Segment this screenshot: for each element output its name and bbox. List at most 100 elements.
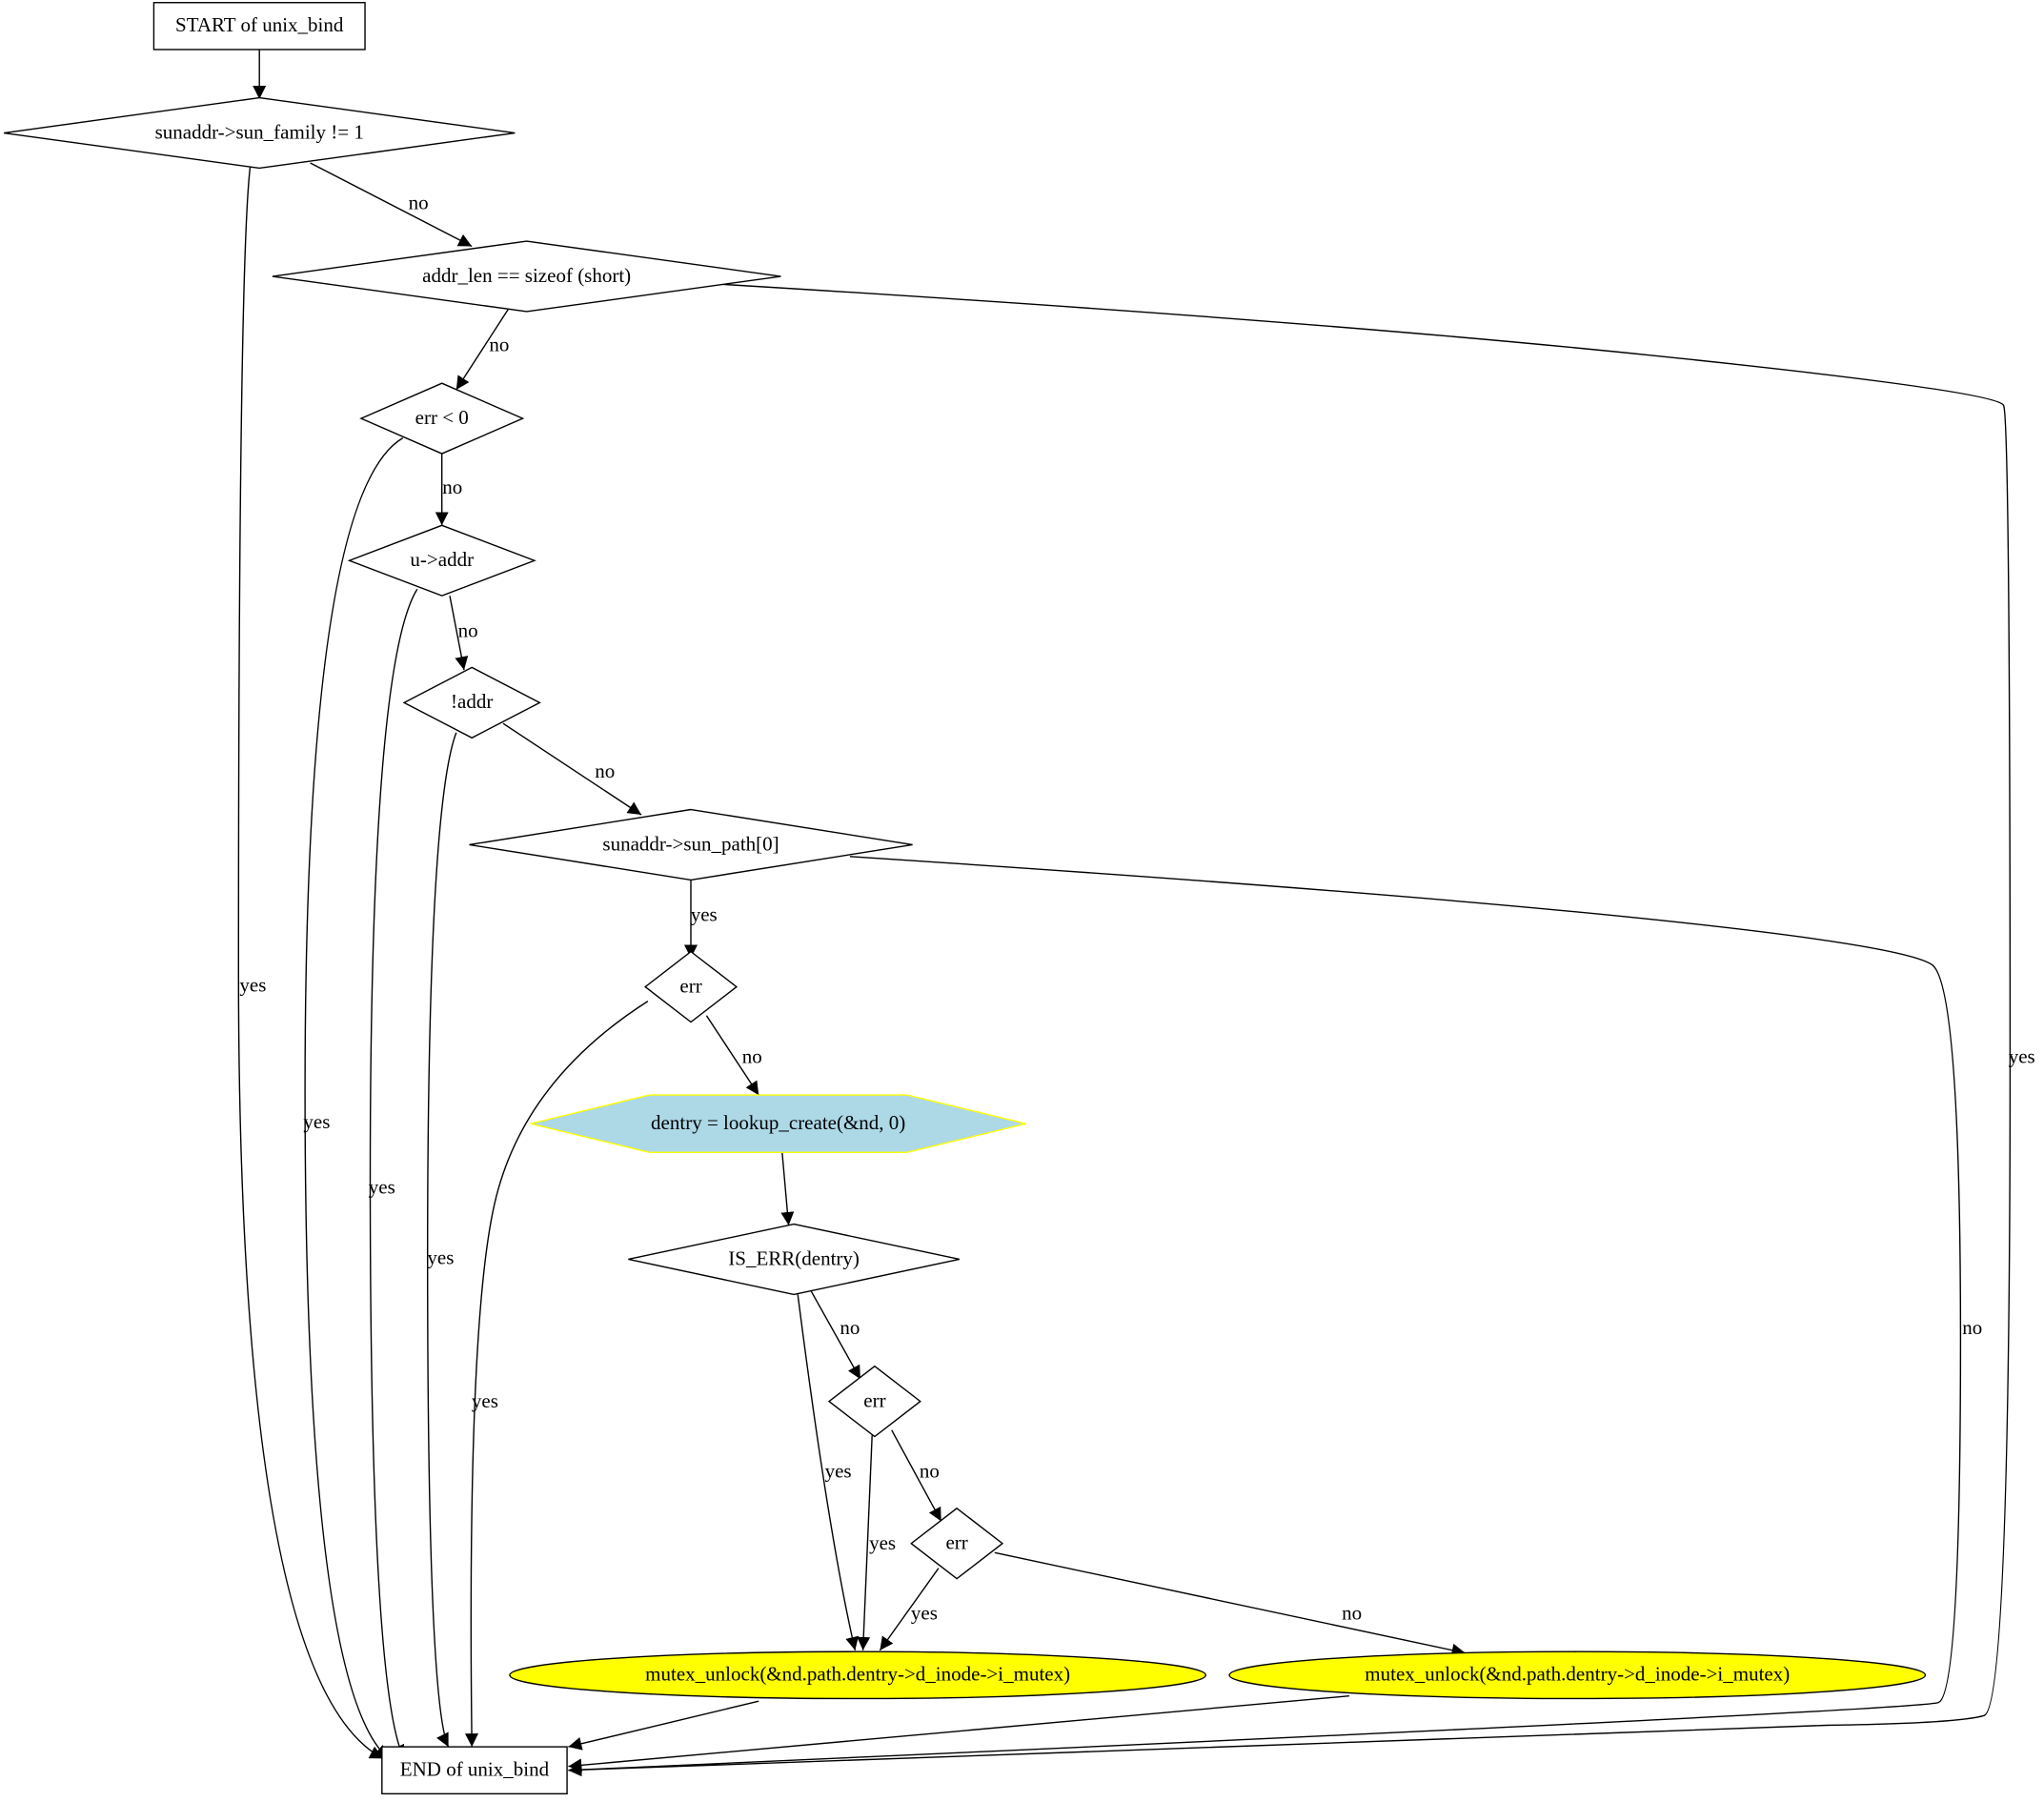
hexagon-shape bbox=[530, 1094, 1026, 1153]
node-d7: err bbox=[644, 950, 739, 1023]
edge-label: no bbox=[742, 1045, 762, 1068]
edge-label: no bbox=[595, 759, 615, 782]
node-label: START of unix_bind bbox=[175, 13, 344, 36]
edge-d9-d10: no bbox=[891, 1429, 942, 1522]
edge-line bbox=[426, 732, 457, 1748]
diamond-shape bbox=[910, 1507, 1004, 1580]
diamond-shape bbox=[4, 96, 516, 170]
edge-line bbox=[780, 1152, 795, 1225]
node-label: addr_len == sizeof (short) bbox=[422, 264, 631, 287]
edge-d6-end: no bbox=[568, 856, 1982, 1777]
edge-d9-e1: yes bbox=[857, 1435, 896, 1650]
edge-d2-d3: no bbox=[455, 308, 510, 391]
diamond-shape bbox=[469, 808, 913, 881]
edge-d8-e1: yes bbox=[797, 1294, 860, 1651]
edge-d10-e1: yes bbox=[879, 1568, 940, 1651]
node-e1: mutex_unlock(&nd.path.dentry->d_inode->i… bbox=[509, 1650, 1207, 1700]
node-label: mutex_unlock(&nd.path.dentry->d_inode->i… bbox=[645, 1663, 1070, 1686]
edge-label: yes bbox=[869, 1531, 896, 1554]
edge-line bbox=[857, 1435, 873, 1650]
edge-d1-d2: no bbox=[310, 162, 473, 248]
nodes-layer: START of unix_bind sunaddr->sun_family !=… bbox=[4, 2, 1927, 1795]
edge-d5-d6: no bbox=[502, 722, 642, 816]
edge-line bbox=[810, 1289, 861, 1380]
node-label: err bbox=[863, 1388, 885, 1411]
node-label: err < 0 bbox=[415, 406, 469, 429]
edge-line bbox=[705, 1015, 759, 1096]
edge-d7-end: yes bbox=[465, 1001, 649, 1748]
node-label: sunaddr->sun_family != 1 bbox=[155, 120, 364, 143]
edge-label: no bbox=[409, 192, 429, 214]
edge-line bbox=[449, 596, 469, 671]
edge-line bbox=[797, 1294, 860, 1651]
edge-d5-end: yes bbox=[426, 732, 457, 1748]
node-label: dentry = lookup_create(&nd, 0) bbox=[651, 1111, 905, 1134]
edge-label: yes bbox=[691, 903, 718, 926]
edge-label: yes bbox=[369, 1175, 395, 1198]
edge-label: no bbox=[458, 618, 478, 641]
node-label: mutex_unlock(&nd.path.dentry->d_inode->i… bbox=[1365, 1663, 1790, 1686]
edge-d4-d5: no bbox=[449, 596, 478, 671]
diamond-shape bbox=[359, 382, 525, 455]
node-label: err bbox=[945, 1531, 967, 1554]
edge-label: yes bbox=[303, 1110, 330, 1133]
node-d4: u->addr bbox=[347, 524, 536, 597]
node-e2: mutex_unlock(&nd.path.dentry->d_inode->i… bbox=[1228, 1650, 1927, 1700]
node-d6: sunaddr->sun_path[0] bbox=[469, 808, 913, 881]
edge-label: yes bbox=[825, 1460, 852, 1483]
diamond-shape bbox=[347, 524, 536, 597]
edge-e1-end bbox=[568, 1700, 759, 1751]
edge-d10-e2: no bbox=[994, 1551, 1466, 1657]
edge-d3-d4: no bbox=[435, 454, 462, 526]
edge-d1-end: yes bbox=[237, 165, 384, 1760]
edge-label: no bbox=[1342, 1602, 1362, 1625]
node-label: END of unix_bind bbox=[400, 1758, 550, 1781]
edge-line bbox=[465, 1001, 649, 1748]
edge-label: yes bbox=[427, 1245, 454, 1268]
rect-shape bbox=[152, 2, 366, 51]
edge-line bbox=[568, 1700, 759, 1751]
ellipse-shape bbox=[509, 1650, 1207, 1700]
diamond-shape bbox=[644, 950, 739, 1023]
rect-shape bbox=[381, 1746, 568, 1795]
edge-line bbox=[502, 722, 642, 816]
edge-label: no bbox=[920, 1460, 940, 1483]
diamond-shape bbox=[628, 1223, 960, 1296]
node-label: !addr bbox=[451, 690, 493, 713]
edge-line bbox=[568, 1695, 1349, 1772]
edge-line bbox=[310, 162, 473, 248]
edge-label: no bbox=[489, 334, 509, 356]
node-p1: dentry = lookup_create(&nd, 0) bbox=[530, 1094, 1026, 1153]
edge-label: no bbox=[442, 476, 462, 498]
edge-d7-p1: no bbox=[705, 1015, 762, 1096]
node-d3: err < 0 bbox=[359, 382, 525, 455]
node-label: sunaddr->sun_path[0] bbox=[602, 832, 779, 855]
edge-line bbox=[568, 856, 1962, 1777]
node-end: END of unix_bind bbox=[381, 1746, 568, 1795]
node-d5: !addr bbox=[402, 666, 541, 739]
node-d2: addr_len == sizeof (short) bbox=[272, 240, 781, 313]
edge-d2-end: yes bbox=[568, 283, 2035, 1777]
node-label: u->addr bbox=[410, 548, 474, 571]
edge-label: no bbox=[1962, 1316, 1982, 1339]
edge-line bbox=[304, 436, 404, 1759]
edge-label: yes bbox=[911, 1602, 938, 1625]
node-d8: IS_ERR(dentry) bbox=[628, 1223, 960, 1296]
edge-d6-d7: yes bbox=[684, 880, 718, 959]
edge-line bbox=[879, 1568, 940, 1651]
diamond-shape bbox=[827, 1365, 921, 1438]
node-label: IS_ERR(dentry) bbox=[728, 1246, 860, 1269]
node-d9: err bbox=[827, 1365, 921, 1438]
edge-label: no bbox=[840, 1316, 860, 1339]
ellipse-shape bbox=[1228, 1650, 1927, 1700]
edge-line bbox=[455, 308, 510, 391]
diamond-shape bbox=[272, 240, 781, 313]
diamond-shape bbox=[402, 666, 541, 739]
edge-label: yes bbox=[472, 1389, 498, 1412]
edge-label: yes bbox=[2009, 1045, 2035, 1068]
edge-p1-d8 bbox=[780, 1152, 795, 1225]
edge-d4-end: yes bbox=[369, 588, 418, 1759]
edge-line bbox=[994, 1551, 1466, 1657]
node-start: START of unix_bind bbox=[152, 2, 366, 51]
